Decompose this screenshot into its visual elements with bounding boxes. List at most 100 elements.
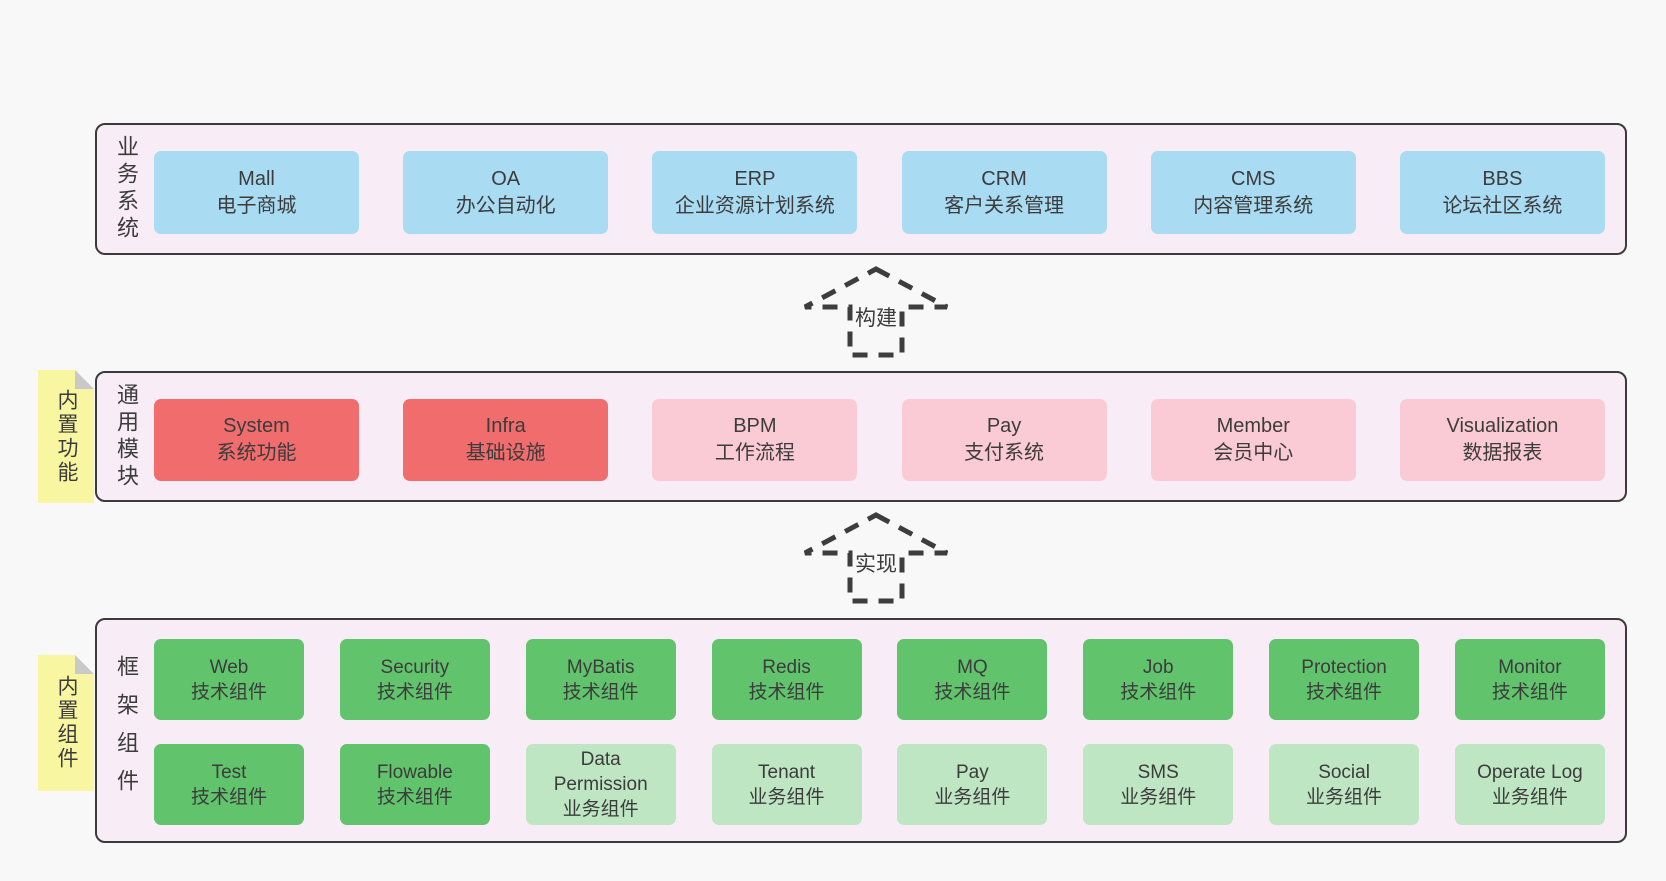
module-box-oa: OA 办公自动化 [403,151,609,234]
module-name: BBS [1482,167,1523,190]
module-name: OA [491,167,521,190]
module-box-pay: Pay 业务组件 [897,744,1048,825]
module-box-bbs: BBS 论坛社区系统 [1399,151,1605,234]
module-subtitle: 企业资源计划系统 [674,194,835,217]
sticky-note-built-in-components: 内置组件 [38,655,94,791]
module-name: SMS [1137,761,1179,783]
module-name: MQ [957,656,988,678]
module-box-crm: CRM 客户关系管理 [901,151,1107,234]
module-subtitle: 技术组件 [934,681,1011,703]
module-subtitle: 数据报表 [1462,442,1543,464]
band-business-systems: 业务系统 Mall 电子商城 OA 办公自动化 ERP 企业资源计划系统 CRM 客户关系管理… [95,123,1627,255]
up-arrow-icon: 实现 [803,512,949,604]
module-name: Web [209,656,249,678]
module-subtitle: 业务组件 [562,799,639,820]
module-box-redis: Redis 技术组件 [711,639,862,720]
module-name: MyBatis [566,656,635,678]
module-subtitle: 技术组件 [376,786,453,808]
module-name: System [223,415,290,437]
module-subtitle: 技术组件 [1120,681,1197,703]
module-box-web: Web 技术组件 [154,639,304,720]
build-arrow: 构建 [801,266,951,358]
module-subtitle: 技术组件 [190,786,267,808]
up-arrow-icon: 构建 [803,266,949,358]
module-name: Security [380,656,450,678]
band-label-business-systems: 业务系统 [114,135,139,243]
module-subtitle: 技术组件 [1491,681,1568,703]
module-subtitle: 技术组件 [1306,681,1383,703]
module-name: Job [1142,656,1174,678]
module-name: CMS [1231,167,1276,190]
folded-corner-icon [75,655,94,674]
module-name: Pay [956,761,989,783]
module-subtitle: 业务组件 [748,786,825,808]
module-name: Member [1216,415,1290,437]
module-subtitle: 支付系统 [964,442,1045,464]
module-box-bpm: BPM 工作流程 [652,399,858,481]
module-subtitle: 业务组件 [1491,786,1568,808]
module-name: Redis [762,656,811,678]
sticky-note-label: 内置功能 [55,388,78,485]
module-subtitle: 电子商城 [216,194,297,217]
module-name: Mall [238,167,275,190]
sticky-note-built-in-features: 内置功能 [38,370,94,503]
module-box-job: Job 技术组件 [1083,639,1234,720]
module-name: CRM [981,167,1027,190]
module-name: Tenant [758,761,816,783]
module-box-cms: CMS 内容管理系统 [1150,151,1356,234]
module-box-visualization: Visualization 数据报表 [1399,399,1605,481]
module-box-erp: ERP 企业资源计划系统 [652,151,858,234]
module-subtitle: 技术组件 [562,681,639,703]
module-subtitle: 工作流程 [714,442,795,464]
module-subtitle: 客户关系管理 [944,194,1065,217]
business-systems-row: Mall 电子商城 OA 办公自动化 ERP 企业资源计划系统 CRM 客户关系管理 CMS 内容… [154,151,1605,234]
module-name: Infra [485,415,526,437]
module-box-data-permission: Data Permission 业务组件 [525,744,676,825]
module-subtitle: 系统功能 [216,442,297,464]
arrow-label: 实现 [855,553,897,576]
module-box-mq: MQ 技术组件 [897,639,1048,720]
module-name: Protection [1301,656,1387,678]
module-name: ERP [734,167,776,190]
module-name: Flowable [376,761,453,783]
module-box-flowable: Flowable 技术组件 [339,744,490,825]
module-subtitle: 论坛社区系统 [1442,194,1563,217]
module-name: Visualization [1446,415,1559,437]
module-subtitle: 办公自动化 [455,194,556,217]
module-subtitle: 技术组件 [190,681,267,703]
folded-corner-icon [75,370,94,389]
module-box-social: Social 业务组件 [1269,744,1420,825]
implement-arrow: 实现 [801,512,951,604]
module-subtitle: 业务组件 [1306,786,1383,808]
module-subtitle: 内容管理系统 [1193,194,1314,217]
module-box-system: System 系统功能 [154,399,359,481]
module-name: Data Permission [553,749,648,795]
module-subtitle: 技术组件 [748,681,825,703]
module-name: Test [211,761,247,783]
module-box-test: Test 技术组件 [154,744,304,825]
module-box-pay: Pay 支付系统 [901,399,1107,481]
arrow-label: 构建 [855,307,897,330]
module-box-tenant: Tenant 业务组件 [711,744,862,825]
sticky-note-label: 内置组件 [55,675,78,771]
module-name: Pay [986,415,1022,437]
band-label-framework-components: 框架组件 [114,654,139,807]
module-box-monitor: Monitor 技术组件 [1454,639,1605,720]
band-label-common-modules: 通用模块 [114,382,139,491]
module-name: BPM [733,415,777,437]
module-box-protection: Protection 技术组件 [1269,639,1420,720]
module-name: Social [1318,761,1370,783]
module-box-mybatis: MyBatis 技术组件 [525,639,676,720]
module-subtitle: 业务组件 [934,786,1011,808]
module-name: Monitor [1498,656,1562,678]
